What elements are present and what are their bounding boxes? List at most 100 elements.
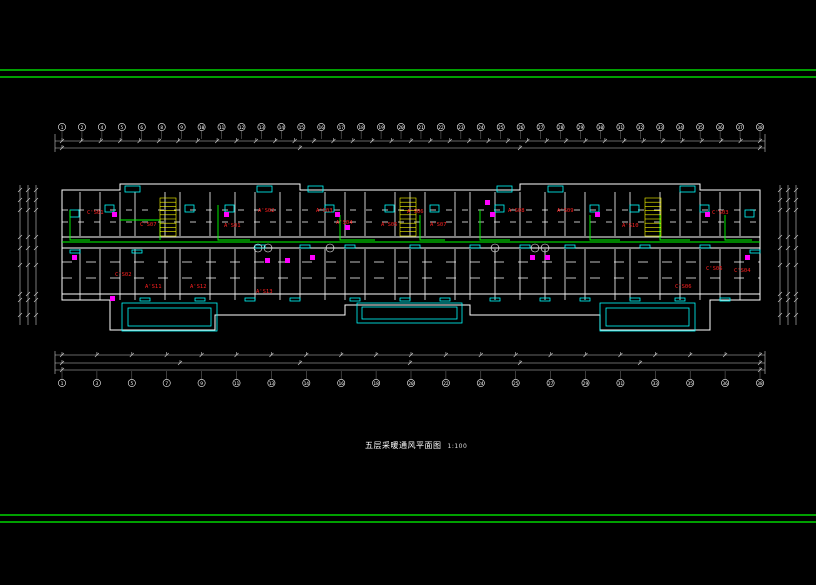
- axis-label: 29: [583, 381, 589, 387]
- axis-label: 35: [687, 381, 693, 387]
- heating-pipes: [62, 205, 760, 243]
- side-tick: [25, 297, 31, 303]
- axis-bubble: [536, 123, 545, 131]
- room-label: A'S04: [336, 220, 353, 226]
- axis-label: 28: [558, 125, 564, 131]
- axis-bubble: [372, 379, 380, 387]
- side-tick: [25, 207, 31, 213]
- equipment-marker: [72, 255, 77, 260]
- axis-bubble: [756, 123, 764, 131]
- room-label: A'S02: [258, 208, 275, 214]
- axis-bubble: [576, 123, 585, 131]
- room-label: C'S06: [675, 284, 692, 290]
- side-tick: [33, 297, 39, 303]
- equipment-marker: [345, 225, 350, 230]
- side-tick: [777, 312, 783, 318]
- radiator: [469, 244, 481, 249]
- radiator: [579, 297, 591, 302]
- axis-label: 16: [319, 125, 325, 131]
- radiator: [409, 244, 421, 249]
- side-tick: [777, 262, 783, 268]
- axis-label: 25: [498, 125, 504, 131]
- radiator: [639, 244, 651, 249]
- radiator: [699, 244, 711, 249]
- axis-bubble: [78, 123, 86, 131]
- axis-label: 4: [101, 125, 104, 131]
- axis-label: 33: [653, 381, 659, 387]
- room-label: A'S05: [381, 222, 398, 228]
- equipment-marker: [285, 258, 290, 263]
- axis-label: 24: [478, 125, 484, 131]
- stair: [399, 197, 417, 237]
- room-label: C'S05: [706, 266, 723, 272]
- axis-bubble: [317, 123, 326, 131]
- stair: [159, 197, 177, 237]
- axis-bubble: [397, 123, 405, 131]
- side-tick: [17, 297, 23, 303]
- door-swing: [325, 243, 335, 253]
- side-tick: [793, 197, 799, 203]
- door-swing: [490, 243, 500, 253]
- axis-label: 21: [418, 125, 424, 131]
- pipe-run: [479, 210, 510, 241]
- axis-label: 13: [269, 381, 275, 387]
- side-tick: [785, 197, 791, 203]
- radiator: [244, 297, 256, 302]
- fixture: [494, 204, 505, 213]
- side-tick: [33, 187, 39, 193]
- radiator: [69, 249, 81, 254]
- axis-bubble: [257, 123, 266, 131]
- room-label: A'S06: [407, 209, 424, 215]
- side-tick: [777, 234, 783, 240]
- side-tick: [777, 245, 783, 251]
- axis-bubble: [721, 379, 729, 387]
- side-tick: [17, 207, 23, 213]
- radiator: [749, 249, 761, 254]
- axis-label: 33: [658, 125, 664, 131]
- axis-bubble: [127, 379, 136, 387]
- fixture: [104, 204, 115, 213]
- room-label: A'S09: [557, 208, 574, 214]
- fixture: [224, 204, 235, 213]
- radiator: [629, 297, 641, 302]
- room-label: A'S07: [430, 222, 447, 228]
- axis-bubble: [596, 123, 605, 131]
- axis-label: 11: [219, 125, 225, 131]
- radiator: [399, 297, 411, 302]
- axis-label: 2: [81, 125, 84, 131]
- axis-label: 1: [61, 381, 64, 387]
- side-tick: [25, 312, 31, 318]
- room-label: A'S03: [316, 208, 333, 214]
- radiator: [194, 297, 206, 302]
- equipment-marker: [335, 212, 340, 217]
- equipment-marker: [485, 200, 490, 205]
- axis-bubble: [97, 123, 106, 131]
- side-tick: [785, 207, 791, 213]
- room-label: C'S01: [87, 210, 104, 216]
- axis-label: 10: [199, 125, 205, 131]
- pipe-run: [724, 215, 752, 241]
- axis-bubble: [232, 379, 241, 387]
- room-label: A'S01: [224, 223, 241, 229]
- side-tick: [793, 312, 799, 318]
- axis-label: 38: [757, 381, 763, 387]
- side-tick: [25, 245, 31, 251]
- room-label: A'S12: [190, 284, 207, 290]
- side-tick: [793, 187, 799, 193]
- room-label: A'S13: [256, 289, 273, 295]
- fixture: [699, 204, 710, 213]
- side-tick: [17, 312, 23, 318]
- pipe-run: [419, 215, 445, 241]
- axis-label: 8: [160, 125, 163, 131]
- side-tick: [793, 234, 799, 240]
- top-dimension-ticks: [59, 138, 763, 151]
- fixture: [429, 204, 440, 213]
- axis-label: 14: [304, 381, 310, 387]
- side-tick: [785, 245, 791, 251]
- door-swing: [263, 243, 273, 253]
- axis-label: 3: [96, 381, 99, 387]
- axis-label: 24: [478, 381, 484, 387]
- room-label: C'S03: [712, 210, 729, 216]
- side-tick: [793, 291, 799, 297]
- pipe-run: [217, 205, 250, 241]
